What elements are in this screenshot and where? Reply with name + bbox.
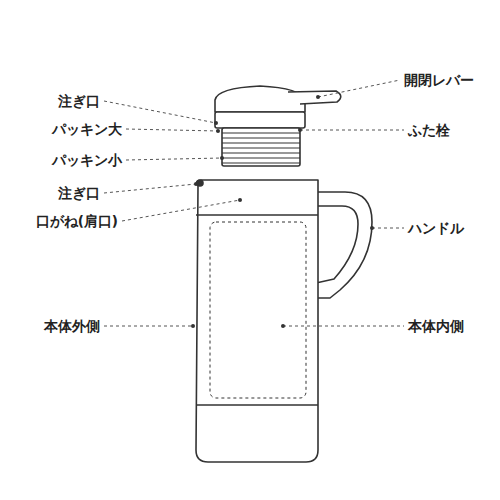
leader-lines xyxy=(104,80,404,326)
thread-line xyxy=(222,137,300,138)
part-label: 本体外側 xyxy=(44,318,100,334)
lid-band xyxy=(215,112,305,128)
leader-dots xyxy=(191,95,374,328)
body-outer xyxy=(196,180,318,462)
lid-top xyxy=(215,86,305,112)
part-label: パッキン大 xyxy=(52,121,122,137)
part-label: ハンドル xyxy=(408,220,464,236)
body-inner xyxy=(210,222,306,398)
handle xyxy=(316,192,372,298)
thread-line xyxy=(222,152,300,153)
part-label: 開閉レバー xyxy=(404,72,474,88)
part-label: 注ぎ口 xyxy=(58,185,100,201)
part-label: 注ぎ口 xyxy=(58,93,100,109)
shoulder-line xyxy=(196,214,318,216)
part-label: 本体内側 xyxy=(408,318,464,334)
lid-thread xyxy=(222,128,300,166)
lever xyxy=(288,91,341,104)
part-label: 口がね(肩口) xyxy=(36,213,118,229)
thread-line xyxy=(222,147,300,148)
thread-line xyxy=(222,142,300,143)
part-label: ふた栓 xyxy=(408,122,450,138)
part-label: パッキン小 xyxy=(52,152,122,168)
bottom-band-line xyxy=(196,404,318,406)
thread-line xyxy=(222,157,300,158)
thread-line xyxy=(222,162,300,163)
thread-line xyxy=(222,132,300,133)
spout-tip xyxy=(197,180,203,186)
